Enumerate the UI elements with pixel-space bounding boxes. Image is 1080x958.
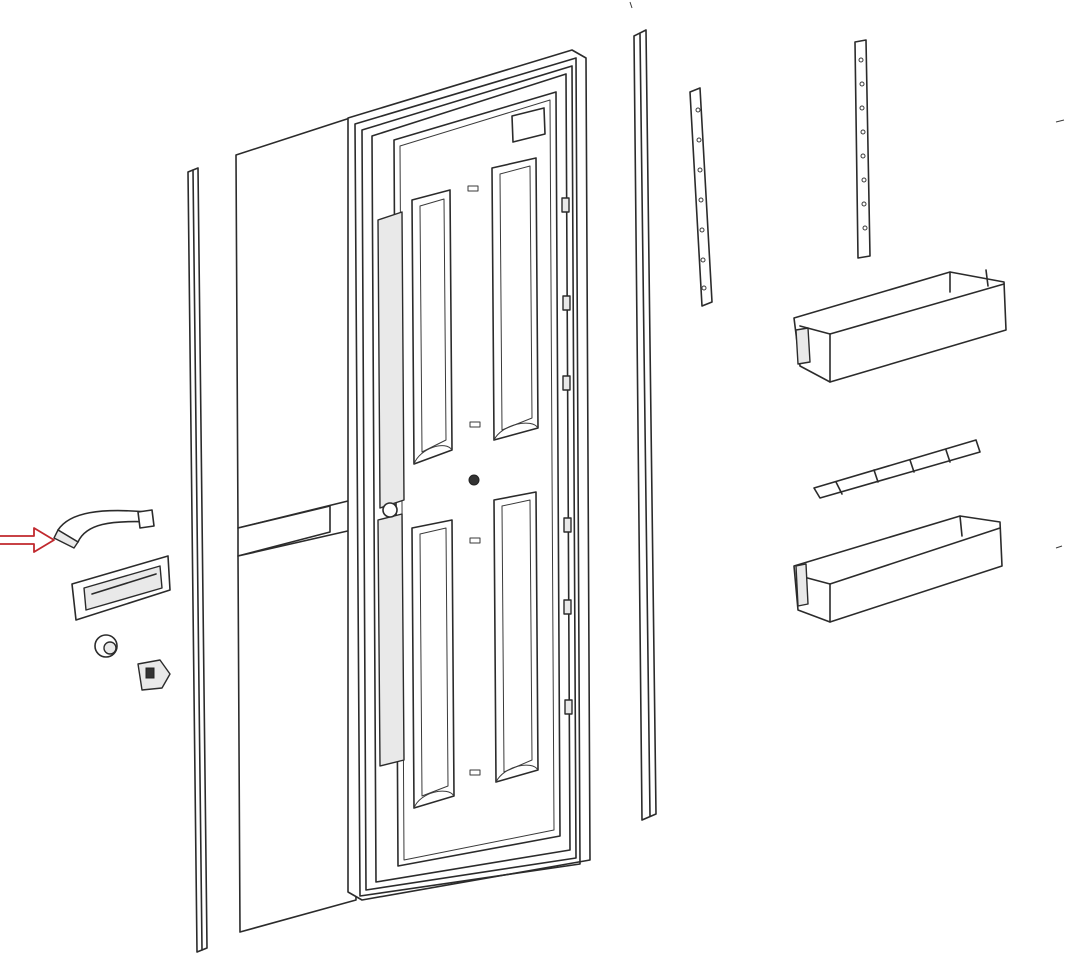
outer-door-panel: [235, 117, 357, 933]
handle-recess: [71, 555, 171, 621]
pointer-arrow-icon: [0, 527, 55, 553]
label-plate: [511, 107, 546, 143]
door-handle: [53, 509, 155, 549]
lower-door-bin: [793, 515, 1003, 623]
centre-screw-icon: [468, 474, 480, 486]
latch-icon: [137, 659, 171, 691]
retaining-bar: [813, 439, 981, 499]
side-clips: [561, 197, 573, 715]
hinge-knob-icon: [382, 502, 398, 518]
door-liner: [347, 49, 591, 901]
right-gasket-strip: [633, 29, 657, 821]
left-trim-strip: [187, 167, 208, 953]
tall-shelf-rail: [854, 39, 871, 259]
knob-icon: [94, 634, 118, 658]
short-shelf-rail: [689, 87, 713, 307]
upper-door-bin: [793, 269, 1007, 383]
